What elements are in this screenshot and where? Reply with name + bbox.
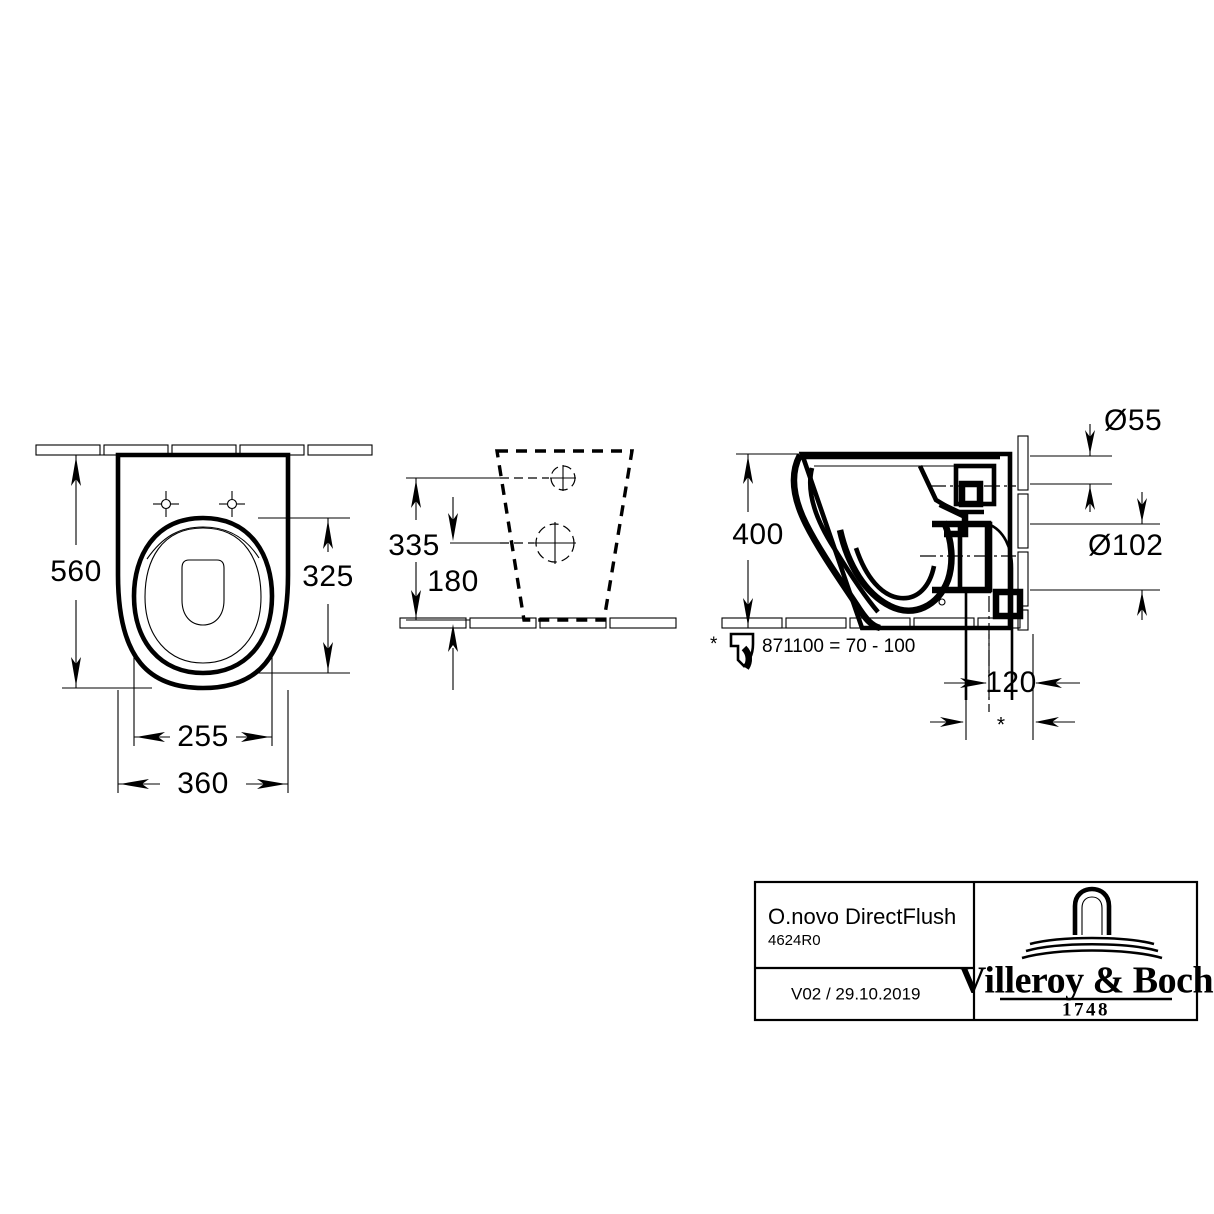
- article-number: 4624R0: [768, 932, 821, 949]
- dimension-335-label: 335: [388, 529, 440, 562]
- dimension-400-label: 400: [732, 518, 784, 551]
- dimension-255-label: 255: [177, 720, 229, 753]
- top-view-seat-front-edge: [146, 526, 260, 560]
- dimension-255: 255: [133, 650, 273, 753]
- brand-name: Villeroy & Boch: [959, 960, 1214, 1002]
- side-view-pan-outline: [798, 451, 1013, 631]
- fountain-logo-icon: [1021, 886, 1163, 960]
- dimension-560: [62, 454, 152, 689]
- front-view-floor-symbol: [399, 617, 677, 629]
- side-view-inlet-fitting: [930, 463, 1016, 508]
- dimension-325: [258, 517, 350, 674]
- note-text: 871100 = 70 - 100: [762, 636, 915, 657]
- top-view-fixing-hole-right-icon: [219, 491, 245, 517]
- top-view-fixing-hole-left-icon: [153, 491, 179, 517]
- dimension-180: 180: [427, 497, 505, 690]
- top-view-flush-opening: [181, 559, 225, 626]
- brand-year: 1748: [1062, 999, 1110, 1020]
- side-view-bowl-inner: [807, 467, 880, 614]
- dimension-180-label: 180: [427, 565, 479, 598]
- dimension-400: 400: [732, 453, 800, 629]
- side-view-geometry: [721, 435, 1029, 712]
- dimension-d55-label: Ø55: [1104, 404, 1162, 437]
- dimension-360-label: 360: [177, 767, 229, 800]
- dimension-120: 120: [944, 634, 1080, 740]
- front-view-fixing-crosshair-upper-icon: [550, 465, 576, 491]
- dimension-asterisk-label: *: [997, 714, 1005, 737]
- top-view-pan-outline: [115, 452, 291, 691]
- note-marker: *: [710, 634, 718, 655]
- side-view-trap-inner: [853, 547, 937, 601]
- top-view-geometry: [35, 444, 373, 691]
- title-block: O.novo DirectFlush 4624R0 V02 / 29.10.20…: [753, 880, 1214, 1022]
- dimension-asterisk: *: [930, 700, 1075, 740]
- front-view-pan-outline: [495, 449, 635, 622]
- dimension-335: 335: [388, 477, 500, 621]
- side-view-note: * 871100 = 70 - 100: [710, 632, 915, 670]
- dimension-d102-label: Ø102: [1088, 529, 1163, 562]
- revision-date: V02 / 29.10.2019: [791, 984, 921, 1003]
- top-view-seat-ring-inner: [144, 527, 262, 664]
- front-view-outlet-crosshair-icon: [534, 522, 576, 564]
- side-view-wall-symbol: [1017, 435, 1029, 631]
- top-view-seat-ring-outer: [131, 515, 275, 676]
- elbow-connector-icon: [729, 632, 755, 670]
- dimension-560-label: 560: [50, 555, 102, 588]
- dimension-d102: Ø102: [1030, 492, 1163, 620]
- side-view-rim-section: [790, 453, 881, 632]
- dimension-120-label: 120: [985, 666, 1037, 699]
- dimension-d55: Ø55: [1030, 404, 1162, 512]
- side-view-outlet-assembly: [920, 520, 1024, 712]
- dimension-360: 360: [117, 690, 289, 800]
- product-name: O.novo DirectFlush: [768, 904, 956, 929]
- dimension-325-label: 325: [302, 560, 354, 593]
- front-view-geometry: [399, 449, 677, 629]
